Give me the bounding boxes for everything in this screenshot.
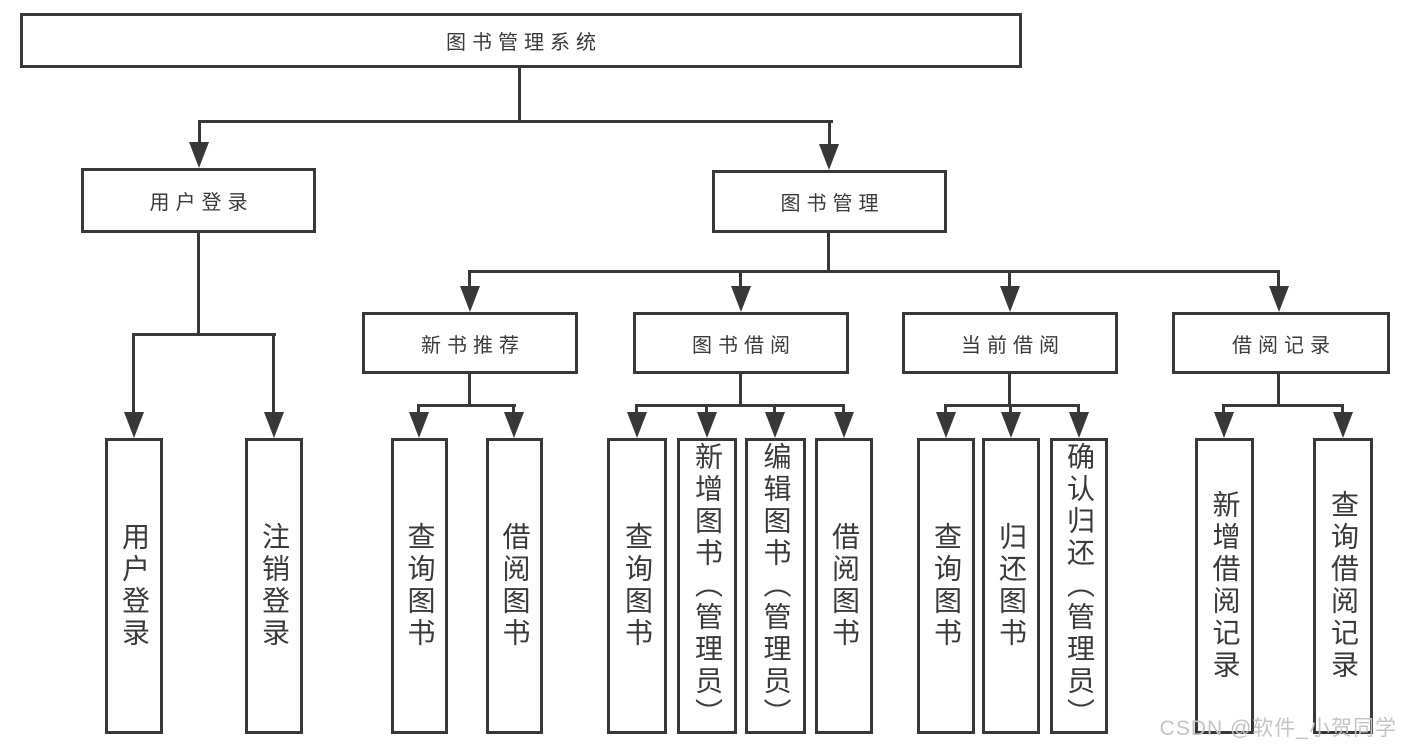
node-label: 图书管理 xyxy=(780,193,885,215)
arrow-down-icon xyxy=(819,144,839,170)
arrow-down-icon xyxy=(124,412,144,438)
connector-line xyxy=(773,404,776,416)
connector-line xyxy=(739,270,742,288)
connector-line xyxy=(944,404,1080,407)
connector-line xyxy=(198,120,833,123)
node-label: 图书借阅 xyxy=(692,334,796,357)
node-label: 借阅记录 xyxy=(1232,334,1336,357)
connector-line xyxy=(468,270,1280,273)
node-label: 图书管理系统 xyxy=(446,32,602,54)
connector-line xyxy=(1341,404,1344,416)
connector-line xyxy=(828,120,831,146)
connector-line xyxy=(197,231,200,335)
leaf-add-borrow-record: 新增借阅记录 xyxy=(1195,438,1254,734)
arrow-down-icon xyxy=(1000,286,1020,312)
connector-line xyxy=(1008,374,1011,406)
arrow-down-icon xyxy=(1269,286,1289,312)
connector-line xyxy=(1077,404,1080,416)
arrow-down-icon xyxy=(1069,412,1089,438)
node-label: 当前借阅 xyxy=(961,334,1065,357)
node-borrow-record: 借阅记录 xyxy=(1172,312,1390,374)
arrow-down-icon xyxy=(1333,412,1353,438)
leaf-query-books-current: 查询图书 xyxy=(917,438,975,734)
leaf-query-books-borrow: 查询图书 xyxy=(607,438,667,734)
connector-line xyxy=(418,404,516,407)
leaf-borrow-books-recommend: 借阅图书 xyxy=(486,438,543,734)
node-label: 归还图书 xyxy=(996,522,1027,650)
arrow-down-icon xyxy=(189,142,209,168)
node-label: 用户登录 xyxy=(119,522,150,650)
connector-line xyxy=(827,231,830,273)
arrow-down-icon xyxy=(697,412,717,438)
node-library-management-system: 图书管理系统 xyxy=(20,13,1022,68)
leaf-return-books: 归还图书 xyxy=(982,438,1040,734)
node-label: 新书推荐 xyxy=(421,334,525,357)
arrow-down-icon xyxy=(409,412,429,438)
leaf-add-books-admin: 新增图书（管理员） xyxy=(677,438,737,734)
node-label: 注销登录 xyxy=(259,522,290,650)
connector-line xyxy=(468,270,471,288)
connector-line xyxy=(272,333,275,415)
connector-line xyxy=(198,120,201,146)
node-label: 确认归还（管理员） xyxy=(1064,442,1095,730)
connector-line xyxy=(739,374,742,406)
node-label: 查询图书 xyxy=(622,522,653,650)
connector-line xyxy=(1008,270,1011,288)
node-label: 查询图书 xyxy=(931,522,962,650)
connector-line xyxy=(1222,404,1225,416)
connector-line xyxy=(512,404,515,416)
node-user-login-group: 用户登录 xyxy=(81,168,316,233)
arrow-down-icon xyxy=(627,412,647,438)
arrow-down-icon xyxy=(936,412,956,438)
node-book-management: 图书管理 xyxy=(712,170,947,233)
arrow-down-icon xyxy=(731,286,751,312)
connector-line xyxy=(635,404,845,407)
leaf-confirm-return-admin: 确认归还（管理员） xyxy=(1050,438,1108,734)
connector-line xyxy=(1277,374,1280,406)
arrow-down-icon xyxy=(460,286,480,312)
connector-line xyxy=(842,404,845,416)
connector-line xyxy=(417,404,420,416)
connector-line xyxy=(518,68,521,123)
leaf-edit-books-admin: 编辑图书（管理员） xyxy=(745,438,806,734)
node-current-borrow: 当前借阅 xyxy=(902,312,1118,374)
connector-line xyxy=(132,333,135,415)
leaf-query-borrow-record: 查询借阅记录 xyxy=(1313,438,1373,734)
arrow-down-icon xyxy=(765,412,785,438)
connector-line xyxy=(1277,270,1280,288)
node-book-borrow: 图书借阅 xyxy=(633,312,849,374)
node-label: 新增图书（管理员） xyxy=(692,442,723,730)
arrow-down-icon xyxy=(1001,412,1021,438)
node-label: 借阅图书 xyxy=(829,522,860,650)
arrow-down-icon xyxy=(834,412,854,438)
arrow-down-icon xyxy=(504,412,524,438)
node-label: 查询借阅记录 xyxy=(1328,490,1359,682)
node-label: 编辑图书（管理员） xyxy=(760,442,792,730)
leaf-user-login: 用户登录 xyxy=(105,438,163,734)
node-label: 借阅图书 xyxy=(499,522,531,650)
node-new-book-recommend: 新书推荐 xyxy=(362,312,578,374)
leaf-query-books-recommend: 查询图书 xyxy=(391,438,448,734)
connector-line xyxy=(635,404,638,416)
leaf-borrow-books: 借阅图书 xyxy=(815,438,873,734)
arrow-down-icon xyxy=(264,412,284,438)
connector-line xyxy=(944,404,947,416)
node-label: 查询图书 xyxy=(404,522,436,650)
csdn-watermark: CSDN @软件_小贺同学 xyxy=(1159,717,1397,740)
connector-line xyxy=(705,404,708,416)
connector-line xyxy=(133,333,276,336)
connector-line xyxy=(468,374,471,406)
arrow-down-icon xyxy=(1214,412,1234,438)
leaf-logout: 注销登录 xyxy=(245,438,303,734)
connector-line xyxy=(1222,404,1344,407)
node-label: 用户登录 xyxy=(149,192,254,214)
node-label: 新增借阅记录 xyxy=(1209,490,1241,682)
connector-line xyxy=(1009,404,1012,416)
